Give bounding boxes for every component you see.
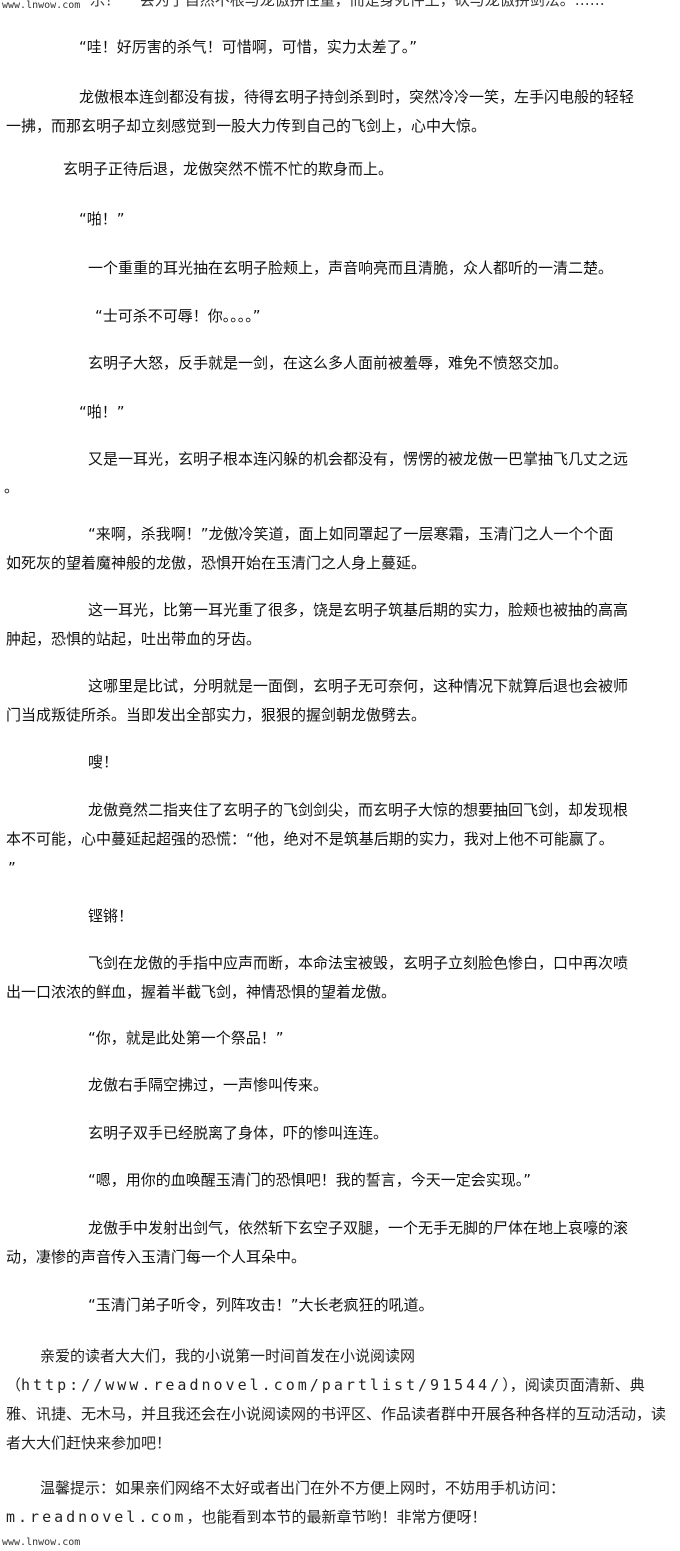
paragraph-line: 龙傲手中发射出剑气，依然斩下玄空子双腿，一个无手无脚的尸体在地上哀嚎的滚 xyxy=(88,1219,629,1237)
paragraph-line: 飞剑在龙傲的手指中应声而断，本命法宝被毁，玄明子立刻脸色惨白，口中再次喷 xyxy=(88,954,629,972)
footer-notice-text: ），阅读页面清新、典雅、讯捷、无木马，并且我还会在小说阅读网的书评区、作品读者群… xyxy=(6,1376,667,1452)
paragraph-line: “啪！” xyxy=(79,403,125,421)
paragraph-line: 。 xyxy=(4,478,20,496)
paragraph-line: “啪！” xyxy=(79,210,125,228)
paragraph-line: 出一口浓浓的鲜血，握着半截飞剑，神情恐惧的望着龙傲。 xyxy=(6,983,397,1001)
paragraph-line: 龙傲右手隔空拂过，一声惨叫传来。 xyxy=(88,1076,329,1094)
paragraph-line: 一拂，而那玄明子却立刻感觉到一股大力传到自己的飞剑上，心中大惊。 xyxy=(6,117,487,135)
footer-notice-text: 温馨提示：如果亲们网络不太好或者出门在外不方便上网时，不妨用手机访问： xyxy=(40,1479,566,1497)
paragraph-line: ” xyxy=(8,859,16,877)
paragraph-line: 玄明子正待后退，龙傲突然不慌不忙的欺身而上。 xyxy=(63,160,394,178)
paragraph-line: 龙傲根本连剑都没有拔，待得玄明子持剑杀到时，突然冷冷一笑，左手闪电般的轻轻 xyxy=(79,88,635,106)
paragraph-line: 门当成叛徒所杀。当即发出全部实力，狠狠的握剑朝龙傲劈去。 xyxy=(6,706,427,724)
paragraph-line: 龙傲竟然二指夹住了玄明子的飞剑剑尖，而玄明子大惊的想要抽回飞剑，却发现根 xyxy=(88,801,629,819)
paragraph-line: 玄明子大怒，反手就是一剑，在这么多人面前被羞辱，难免不愤怒交加。 xyxy=(88,354,569,372)
paragraph-line: “你，就是此处第一个祭品！” xyxy=(88,1029,284,1047)
watermark-top: www.lnwow.com xyxy=(2,0,81,11)
paragraph-line: 动，凄惨的声音传入玉清门每一个人耳朵中。 xyxy=(6,1248,307,1266)
paragraph-line: 铿锵！ xyxy=(88,907,134,925)
paragraph-line: 嗖！ xyxy=(88,753,119,771)
paragraph-line: 如死灰的望着魔神般的龙傲，恐惧开始在玉清门之人身上蔓延。 xyxy=(6,554,427,572)
footer-notice-mobile: 温馨提示：如果亲们网络不太好或者出门在外不方便上网时，不妨用手机访问： m.rea… xyxy=(6,1474,670,1532)
paragraph-line: 这一耳光，比第一耳光重了很多，饶是玄明子筑基后期的实力，脸颊也被抽的高高 xyxy=(88,601,629,619)
paragraph-line: 玄明子双手已经脱离了身体，吓的惨叫连连。 xyxy=(88,1124,389,1142)
watermark-bottom: www.lnwow.com xyxy=(2,1537,81,1548)
paragraph-line: “嗯，用你的血唤醒玉清门的恐惧吧！我的誓言，今天一定会实现。” xyxy=(88,1171,532,1189)
paragraph-line: 这哪里是比试，分明就是一面倒，玄明子无可奈何，这种情况下就算后退也会被师 xyxy=(88,677,629,695)
footer-notice-text: ，也能看到本节的最新章节哟！非常方便呀！ xyxy=(186,1508,487,1526)
paragraph-line: 肿起，恐惧的站起，吐出带血的牙齿。 xyxy=(6,630,262,648)
paragraph-line: 一个重重的耳光抽在玄明子脸颊上，声音响亮而且清脆，众人都听的一清二楚。 xyxy=(88,259,614,277)
clipped-top-line: 乐！ 一会为了自然不根与龙傲拼性童，而是身死件上，砍与龙傲拼剑法。…… xyxy=(90,0,605,9)
paragraph-line: 本不可能，心中蔓延起超强的恐慌：“他，绝对不是筑基后期的实力，我对上他不可能赢了… xyxy=(6,830,614,848)
paragraph-line: “玉清门弟子听令，列阵攻击！”大长老疯狂的吼道。 xyxy=(88,1296,434,1314)
paragraph-line: “哇！好厉害的杀气！可惜啊，可惜，实力太差了。” xyxy=(79,38,418,56)
readnovel-partlist-link[interactable]: http://www.readnovel.com/partlist/91544/ xyxy=(21,1376,503,1394)
paragraph-line: 又是一耳光，玄明子根本连闪躲的机会都没有，愣愣的被龙傲一巴掌抽飞几丈之远 xyxy=(88,450,629,468)
footer-notice-readnovel: 亲爱的读者大大们，我的小说第一时间首发在小说阅读网（http://www.rea… xyxy=(6,1342,670,1458)
paragraph-line: “士可杀不可辱！你。。。。” xyxy=(95,307,261,325)
footer-notice-text: 亲爱的读者大大们，我的小说第一时间首发在小说阅读网（ xyxy=(6,1347,416,1394)
paragraph-line: “来啊，杀我啊！”龙傲冷笑道，面上如同罩起了一层寒霜，玉清门之人一个个面 xyxy=(88,525,614,543)
mobile-site-link[interactable]: m.readnovel.com xyxy=(6,1508,187,1526)
